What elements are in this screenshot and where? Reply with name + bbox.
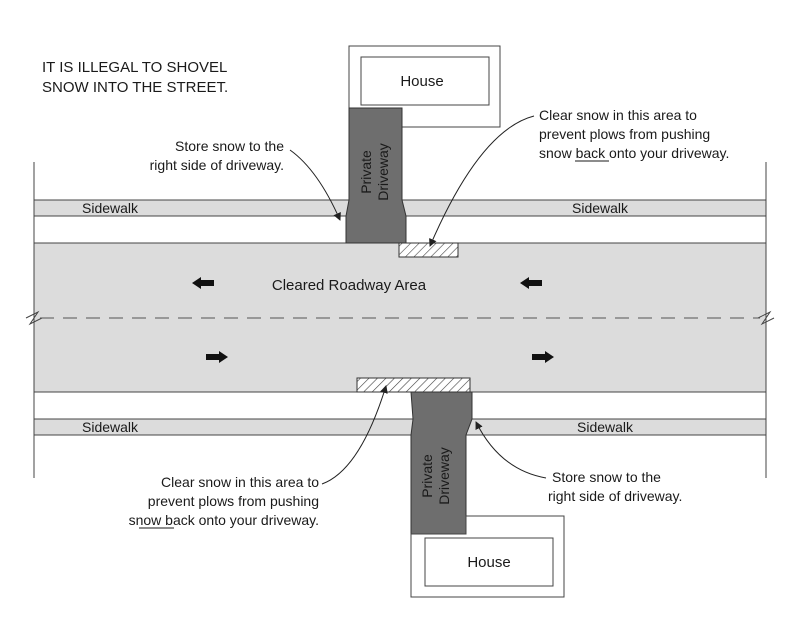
bottom-clear-note-2: prevent plows from pushing [148,493,319,509]
arrow-left-icon [192,277,214,289]
bottom-house-inner [424,537,554,587]
top-store-note-1: Store snow to the [175,138,284,154]
bottom-clear-note-3: snow back onto your driveway. [129,512,319,528]
bottom-driveway-label-1: Private [419,454,435,498]
bottom-clear-area [356,377,471,393]
sidewalk-label-bottom-left: Sidewalk [82,419,139,435]
top-driveway-label-1: Private [358,150,374,194]
break-mark-left [25,310,43,326]
top-clear-note-1: Clear snow in this area to [539,107,697,123]
top-clear-leader [429,115,535,247]
arrow-right-icon [532,351,554,363]
top-clear-area [398,242,459,258]
top-store-leader [289,149,341,221]
bottom-clear-note-underlined: back [165,512,196,528]
warning-line-2: SNOW INTO THE STREET. [42,79,228,96]
top-house-inner [360,56,490,106]
sidewalk-label-top-right: Sidewalk [572,200,629,216]
top-store-note-2: right side of driveway. [150,157,284,173]
sidewalk-bottom [33,418,767,436]
bottom-store-note-2: right side of driveway. [548,488,682,504]
top-house-label: House [400,73,443,90]
bottom-clear-leader [321,385,388,485]
bottom-clear-note-1: Clear snow in this area to [161,474,319,490]
bottom-house-label: House [467,554,510,571]
break-mark-right [757,310,775,326]
top-clear-note-3: snow back onto your driveway. [539,145,729,161]
bottom-driveway-label-2: Driveway [436,447,452,505]
top-clear-note-underlined: back [576,145,607,161]
warning-line-1: IT IS ILLEGAL TO SHOVEL [42,59,227,76]
sidewalk-label-top-left: Sidewalk [82,200,139,216]
bottom-store-leader [475,421,547,479]
arrow-right-icon [206,351,228,363]
top-clear-note-2: prevent plows from pushing [539,126,710,142]
bottom-store-note-1: Store snow to the [552,469,661,485]
sidewalk-label-bottom-right: Sidewalk [577,419,634,435]
top-driveway-label-2: Driveway [375,143,391,201]
arrow-left-icon [520,277,542,289]
roadway-label: Cleared Roadway Area [272,277,427,294]
